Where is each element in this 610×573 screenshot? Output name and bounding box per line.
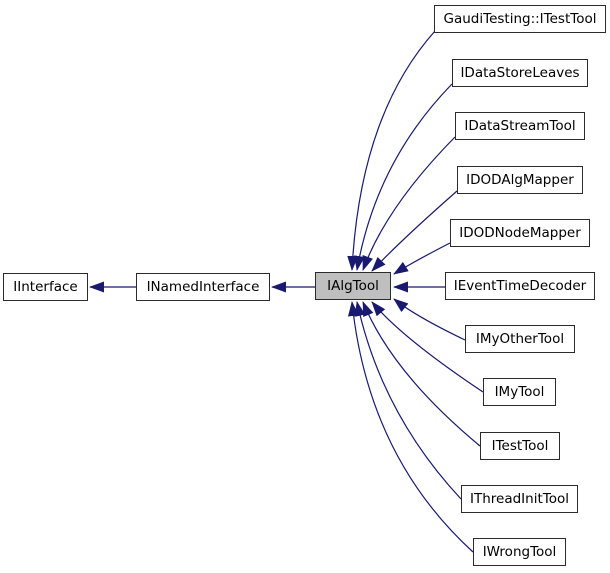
node-idodnodemapper[interactable]: IDODNodeMapper: [450, 219, 590, 247]
edge-idatastoreleaves: [354, 83, 453, 271]
edge-imyothertool: [393, 298, 466, 341]
node-ialgtool[interactable]: IAlgTool: [315, 272, 391, 300]
node-idodalgmapper[interactable]: IDODAlgMapper: [457, 166, 583, 194]
edge-iwrongtool: [347, 301, 474, 553]
node-iinterface[interactable]: IInterface: [3, 273, 88, 301]
node-imytool[interactable]: IMyTool: [483, 378, 556, 406]
edge-ithreadinittool: [354, 301, 462, 500]
node-idatastreamtool[interactable]: IDataStreamTool: [455, 112, 585, 140]
edge-idodalgmapper: [371, 190, 458, 272]
node-gauditesting-itesttool[interactable]: GaudiTesting::ITestTool: [434, 5, 606, 33]
edge-idodnodemapper: [393, 242, 451, 275]
node-ithreadinittool[interactable]: IThreadInitTool: [461, 485, 578, 513]
node-imyothertool[interactable]: IMyOtherTool: [465, 325, 575, 353]
node-idatastoreleaves[interactable]: IDataStoreLeaves: [452, 59, 588, 87]
edge-itesttool: [362, 301, 481, 447]
node-iwrongtool[interactable]: IWrongTool: [473, 538, 566, 566]
edge-idatastreamtool: [362, 136, 456, 271]
node-inamedinterface[interactable]: INamedInterface: [136, 273, 270, 301]
node-ieventtimedecoder[interactable]: IEventTimeDecoder: [445, 272, 595, 300]
edge-imytool: [371, 301, 484, 393]
edge-gauditesting-itesttool: [347, 30, 436, 271]
node-itesttool[interactable]: ITestTool: [480, 432, 560, 460]
